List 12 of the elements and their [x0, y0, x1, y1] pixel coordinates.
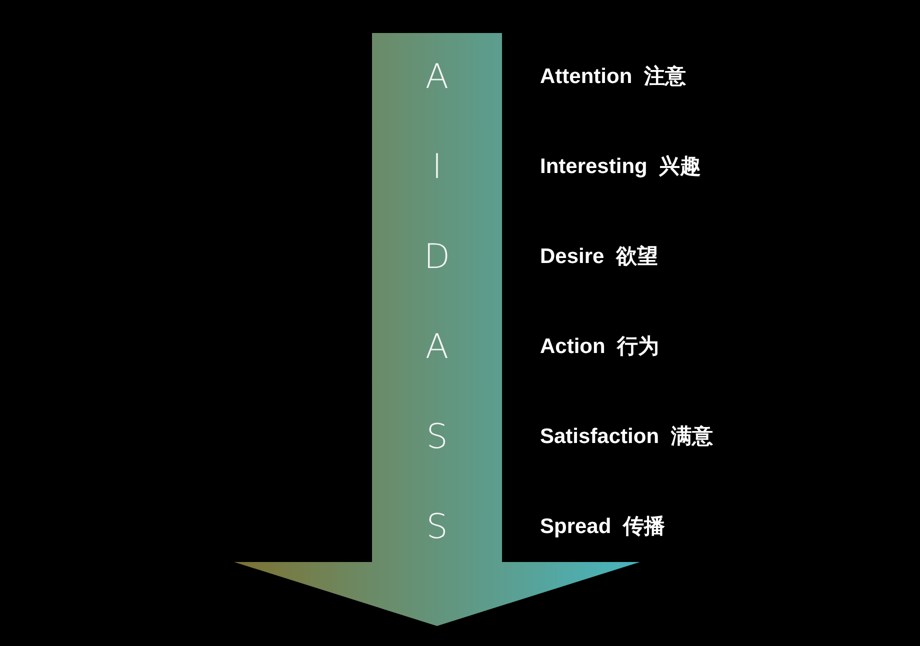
stage-letter: A — [425, 58, 449, 96]
stage-label: Attention 注意 — [540, 64, 686, 90]
stage-letter: A — [425, 328, 449, 366]
stage-label: Spread 传播 — [540, 514, 666, 540]
stage-label: Satisfaction 满意 — [540, 424, 713, 450]
stage-letter: S — [426, 508, 448, 546]
stage-label: Desire 欲望 — [540, 244, 658, 270]
stage-label: Action 行为 — [540, 334, 660, 360]
stage-letter: I — [432, 148, 442, 186]
stage-letter: S — [426, 418, 448, 456]
stage-label: Interesting 兴趣 — [540, 154, 702, 180]
stage-letter: D — [424, 238, 450, 276]
